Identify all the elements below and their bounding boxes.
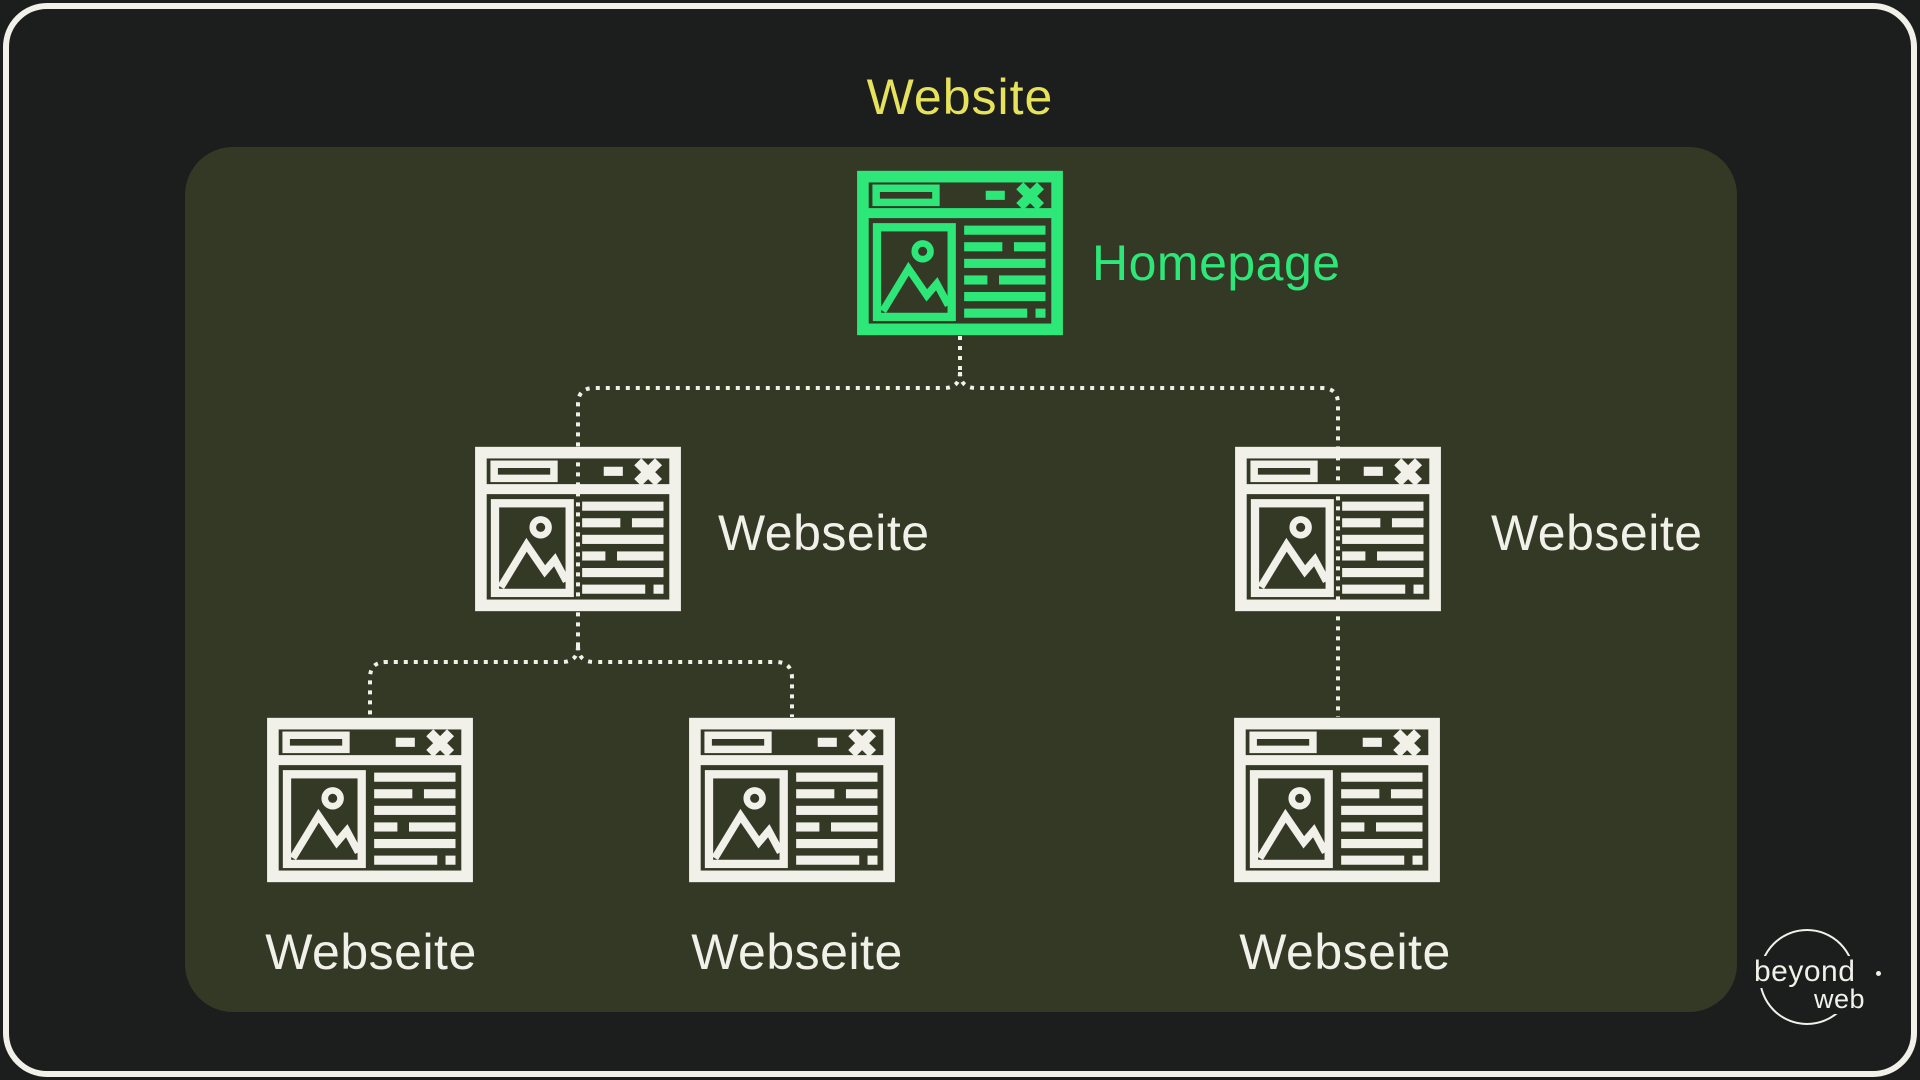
browser-window-icon	[1233, 717, 1441, 883]
node-webseite-level3-right	[1233, 717, 1441, 883]
node-webseite-level2-left	[474, 446, 682, 612]
logo-dot	[1876, 971, 1881, 976]
node-homepage-label: Homepage	[1092, 235, 1341, 291]
logo-text-beyond: beyond	[1751, 956, 1859, 988]
node-webseite-level3-right-label: Webseite	[1239, 924, 1451, 980]
node-homepage	[856, 170, 1064, 336]
browser-window-icon	[856, 170, 1064, 336]
logo-text-web: web	[1811, 985, 1869, 1014]
page-title: Website	[866, 69, 1054, 125]
beyond-web-logo: beyond web	[1735, 905, 1920, 1045]
node-webseite-level3-middle	[688, 717, 896, 883]
browser-window-icon	[688, 717, 896, 883]
node-webseite-level2-right-label: Webseite	[1491, 505, 1703, 561]
node-webseite-level3-middle-label: Webseite	[691, 924, 903, 980]
node-webseite-level3-left-label: Webseite	[265, 924, 477, 980]
diagram-panel	[185, 147, 1737, 1012]
node-webseite-level3-left	[266, 717, 474, 883]
browser-window-icon	[1234, 446, 1442, 612]
browser-window-icon	[266, 717, 474, 883]
node-webseite-level2-left-label: Webseite	[718, 505, 930, 561]
browser-window-icon	[474, 446, 682, 612]
node-webseite-level2-right	[1234, 446, 1442, 612]
